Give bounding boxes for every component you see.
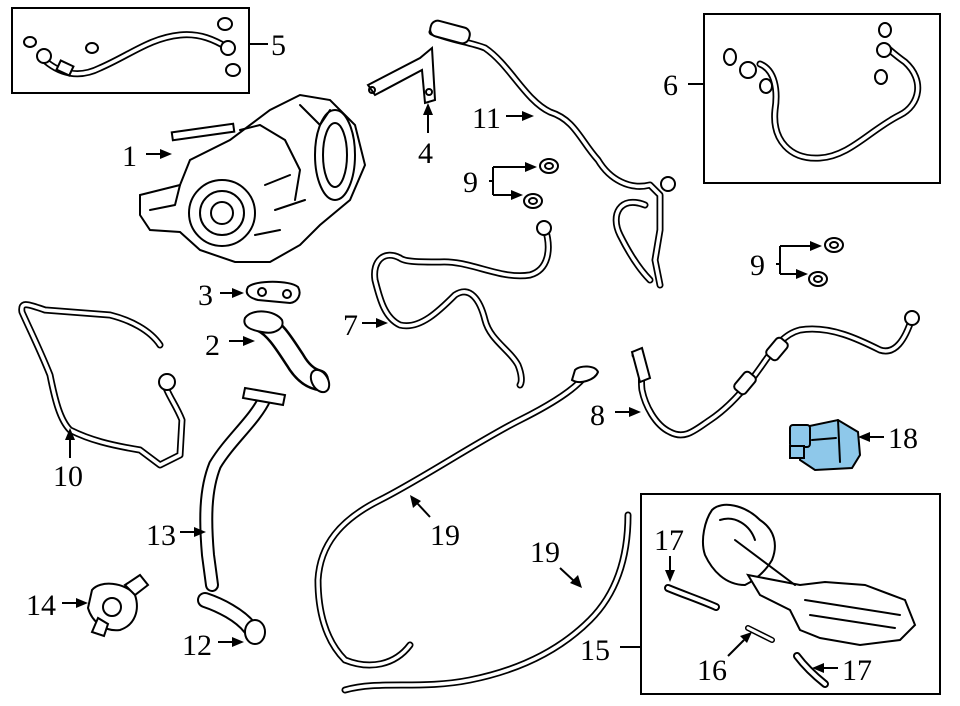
part-11-coolant-tube (428, 19, 676, 289)
callout-5: 5 (271, 29, 286, 62)
leader-19a (410, 495, 431, 518)
callout-12: 12 (182, 629, 212, 662)
callout-7: 7 (343, 309, 358, 342)
part-13-hose (199, 386, 287, 592)
callout-8: 8 (590, 399, 605, 432)
leader-13 (180, 527, 206, 537)
part-17-sleeve-b (793, 652, 829, 688)
callout-17-upper: 17 (654, 524, 684, 557)
leader-11 (506, 111, 534, 121)
leader-19b (559, 567, 582, 588)
leader-14 (62, 598, 88, 608)
callout-13: 13 (146, 519, 176, 552)
box-part-6 (703, 13, 941, 184)
callout-19-short: 19 (530, 536, 560, 569)
callout-1: 1 (122, 140, 137, 173)
part-6-oil-line (723, 22, 922, 162)
part-7-coolant-tube (371, 220, 552, 389)
part-17-sleeve-a (664, 584, 720, 611)
callout-19-long: 19 (430, 519, 460, 552)
leader-17b (812, 663, 838, 673)
callout-14: 14 (26, 589, 56, 622)
part-2-elbow (243, 310, 331, 394)
part-4-bracket (366, 45, 437, 105)
part-3-gasket (245, 280, 301, 305)
part-5-oil-line (23, 17, 241, 78)
leader-10 (65, 428, 75, 458)
part-18-solenoid (789, 418, 862, 472)
leader-17a (665, 556, 675, 582)
callout-4: 4 (418, 137, 433, 170)
part-16-clip (745, 625, 775, 643)
box-part-5 (11, 7, 250, 94)
part-19-hose-long (314, 365, 600, 669)
callout-9-right: 9 (750, 249, 765, 282)
part-10-coolant-hose (18, 301, 186, 469)
callout-18: 18 (888, 422, 918, 455)
leader-18 (858, 432, 884, 442)
part-8-coolant-tube (630, 310, 920, 439)
leader-7 (362, 318, 388, 328)
callout-2: 2 (205, 329, 220, 362)
part-15-shield (702, 503, 917, 647)
callout-11: 11 (472, 102, 501, 135)
part-12-hose (197, 592, 266, 645)
box-part-15 (640, 493, 941, 695)
callout-10: 10 (53, 460, 83, 493)
callout-9-upper: 9 (463, 166, 478, 199)
leader-2 (229, 336, 255, 346)
callout-3: 3 (198, 279, 213, 312)
leader-12 (218, 637, 244, 647)
callout-17-lower: 17 (842, 654, 872, 687)
part-1-turbocharger (139, 93, 367, 263)
part-14-water-pump (86, 573, 150, 638)
callout-16: 16 (697, 654, 727, 687)
leader-8 (615, 407, 641, 417)
part-19-hose-short (341, 511, 632, 694)
part-9-washers-right (776, 237, 844, 287)
callout-6: 6 (663, 69, 678, 102)
callout-15: 15 (580, 634, 610, 667)
leader-4 (423, 103, 433, 133)
leader-16 (727, 632, 752, 657)
leader-3 (220, 288, 244, 298)
part-9-washers-upper (489, 158, 559, 209)
leader-1 (146, 149, 172, 159)
